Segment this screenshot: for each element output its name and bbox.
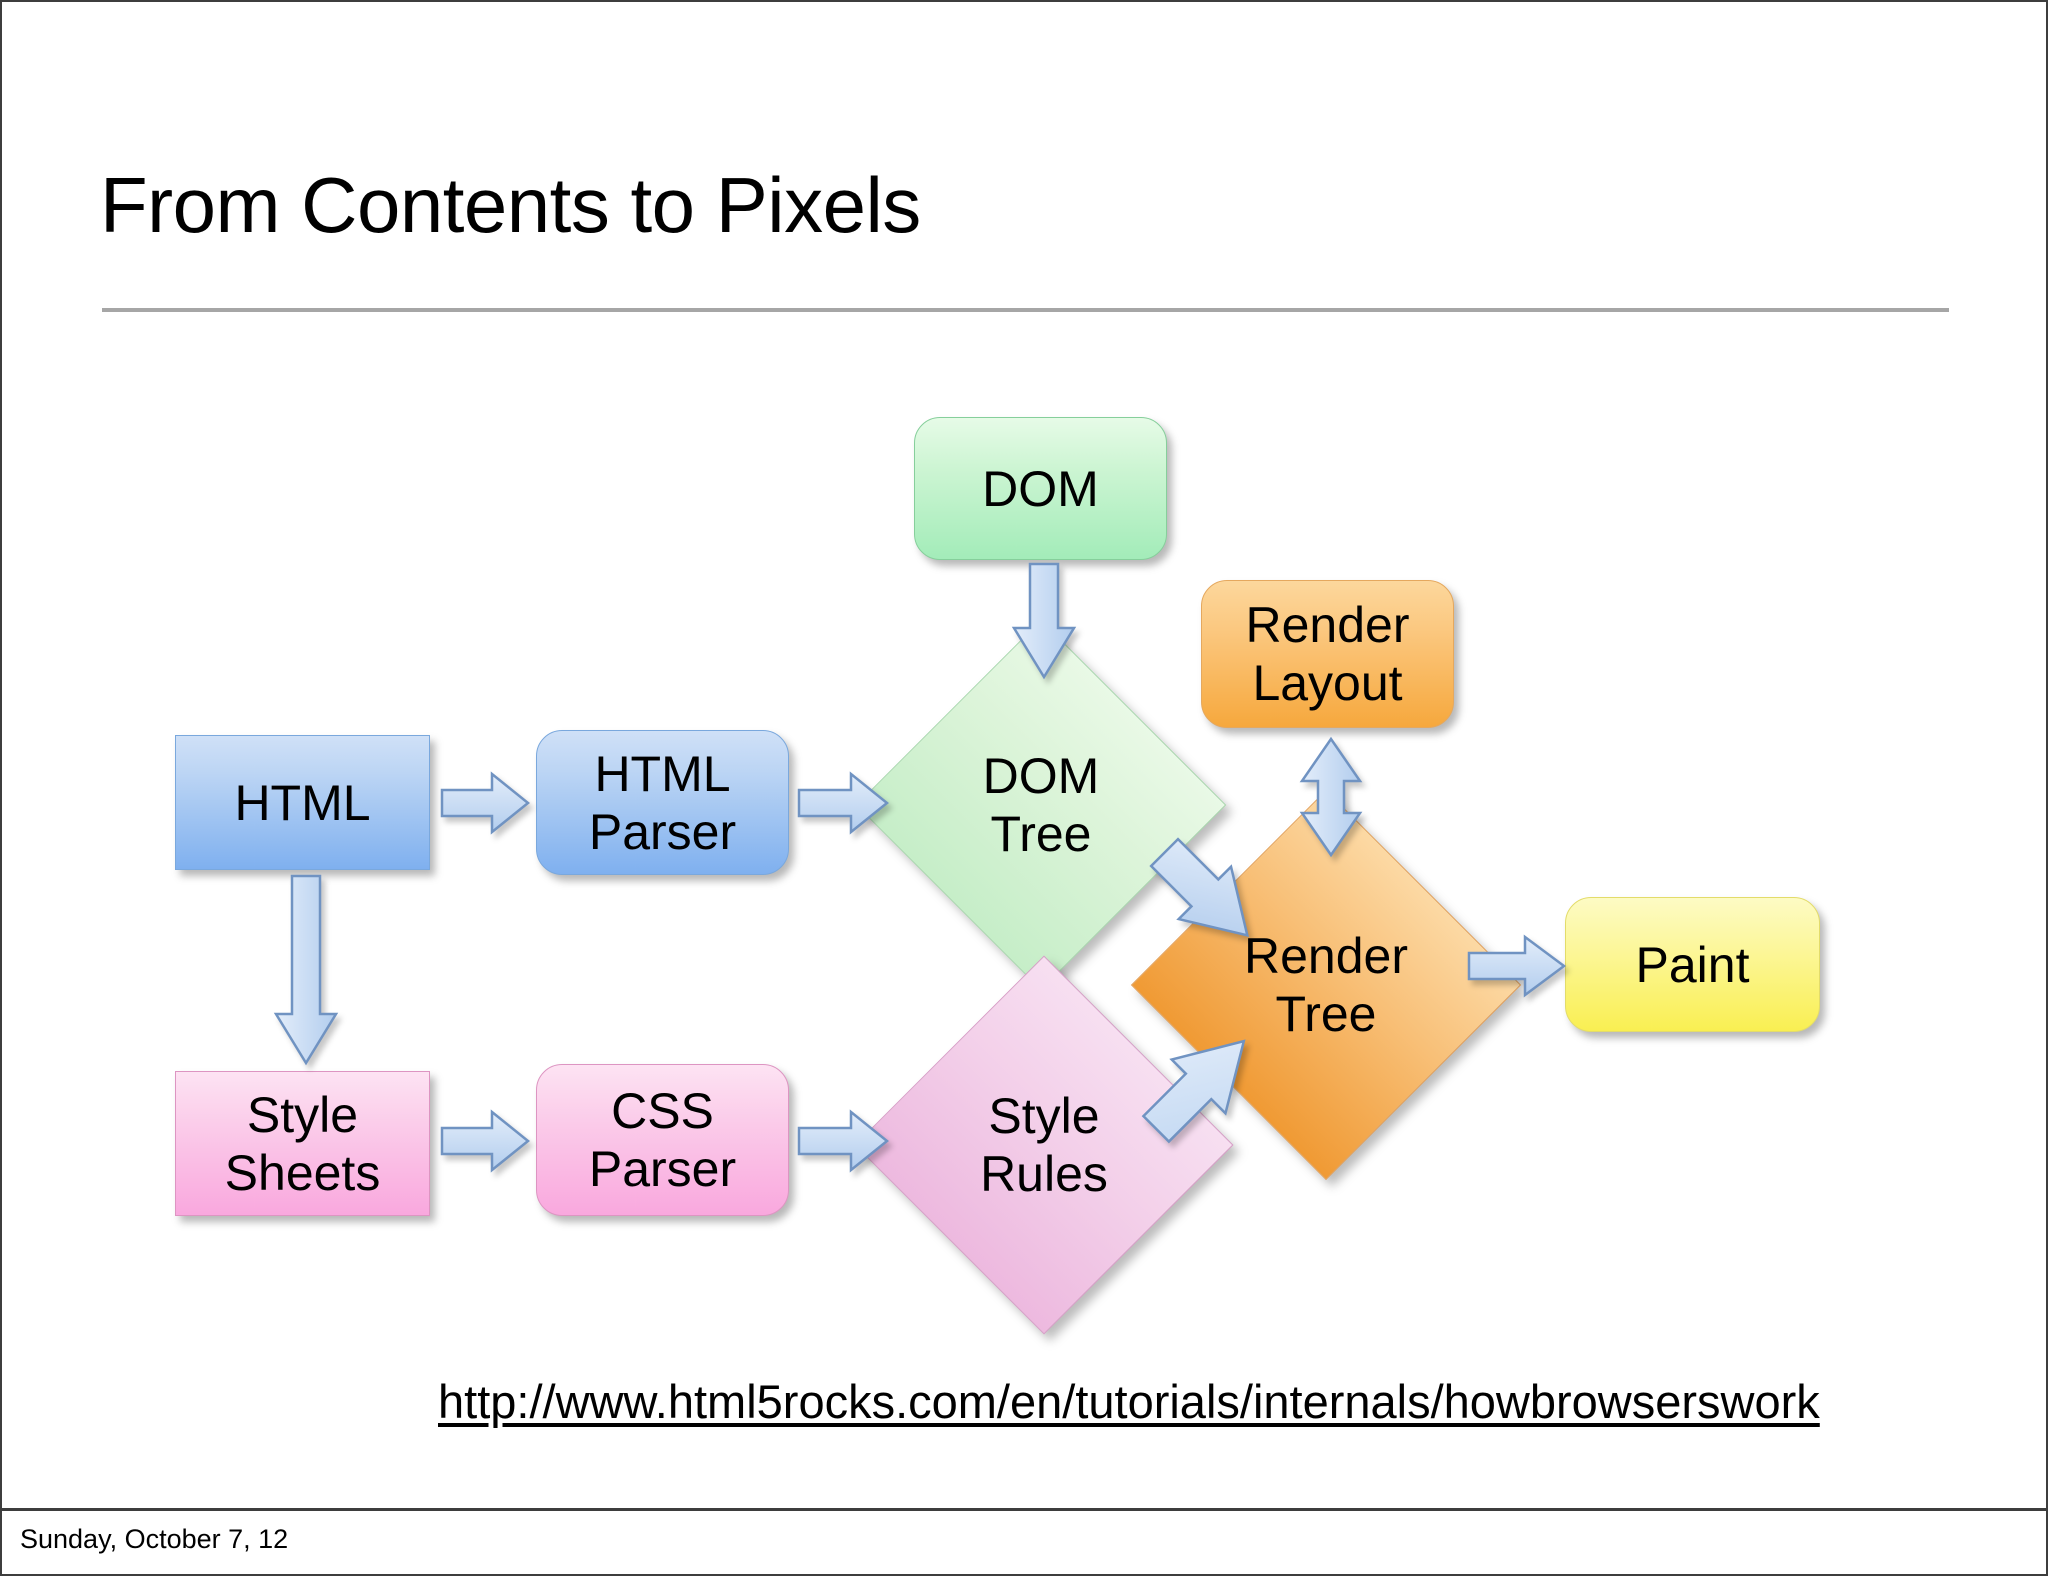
node-dom-tree-label-line2: Tree — [990, 806, 1092, 862]
node-html-parser-label-line1: HTML — [594, 745, 731, 802]
arrow-render-layout-render-tree-bidirectional — [1298, 736, 1364, 858]
node-render-tree-labels: Render Tree — [1188, 847, 1464, 1123]
node-style-sheets-label-line1: Style — [246, 1086, 359, 1143]
node-html: HTML — [175, 735, 430, 870]
source-link[interactable]: http://www.html5rocks.com/en/tutorials/i… — [438, 1375, 1820, 1428]
node-style-rules-label-line2: Rules — [980, 1146, 1108, 1202]
arrow-css-parser-to-style-rules — [797, 1109, 889, 1173]
node-render-tree-label-line2: Tree — [1275, 986, 1377, 1042]
node-paint: Paint — [1565, 897, 1820, 1032]
node-dom-tree-labels: DOM Tree — [910, 674, 1172, 936]
node-dom-label: DOM — [982, 460, 1099, 517]
node-html-parser: HTML Parser — [536, 730, 789, 875]
node-html-parser-label-line2: Parser — [588, 803, 737, 860]
slide-canvas: From Contents to Pixels DOM HTML HTML Pa… — [2, 2, 2042, 1510]
arrow-style-rules-to-render-tree — [1130, 1015, 1270, 1155]
node-paint-label: Paint — [1635, 936, 1750, 993]
node-dom-tree: DOM Tree — [855, 619, 1227, 991]
arrow-html-parser-to-dom-tree — [797, 771, 889, 835]
node-css-parser-label-line1: CSS — [611, 1083, 714, 1139]
node-render-tree: Render Tree — [1130, 789, 1522, 1181]
node-render-tree-label-line1: Render — [1244, 928, 1408, 984]
node-html-label: HTML — [234, 774, 371, 831]
node-dom: DOM — [914, 417, 1167, 560]
arrow-html-to-style-sheets — [273, 874, 340, 1066]
arrow-dom-to-dom-tree — [1011, 562, 1078, 680]
node-render-layout-label-line2: Layout — [1252, 655, 1403, 711]
page-title: From Contents to Pixels — [100, 161, 921, 249]
node-render-layout-label-line1: Render — [1245, 597, 1410, 653]
node-render-layout: Render Layout — [1201, 580, 1454, 728]
title-divider — [102, 308, 1949, 312]
node-style-rules: Style Rules — [854, 955, 1234, 1335]
node-dom-tree-label-line1: DOM — [982, 748, 1100, 804]
node-style-rules-label-line1: Style — [988, 1088, 1100, 1144]
arrow-style-sheets-to-css-parser — [440, 1109, 530, 1173]
arrow-render-tree-to-paint — [1467, 934, 1567, 998]
footer-date: Sunday, October 7, 12 — [20, 1524, 289, 1554]
node-css-parser-label-line2: Parser — [588, 1141, 737, 1197]
node-style-sheets-label-line2: Sheets — [224, 1144, 381, 1201]
footer-divider — [0, 1508, 2048, 1511]
node-css-parser: CSS Parser — [536, 1064, 789, 1216]
arrow-dom-tree-to-render-tree — [1142, 830, 1272, 960]
node-style-sheets: Style Sheets — [175, 1071, 430, 1216]
node-style-rules-labels: Style Rules — [910, 1011, 1178, 1279]
arrow-html-to-html-parser — [440, 771, 530, 835]
